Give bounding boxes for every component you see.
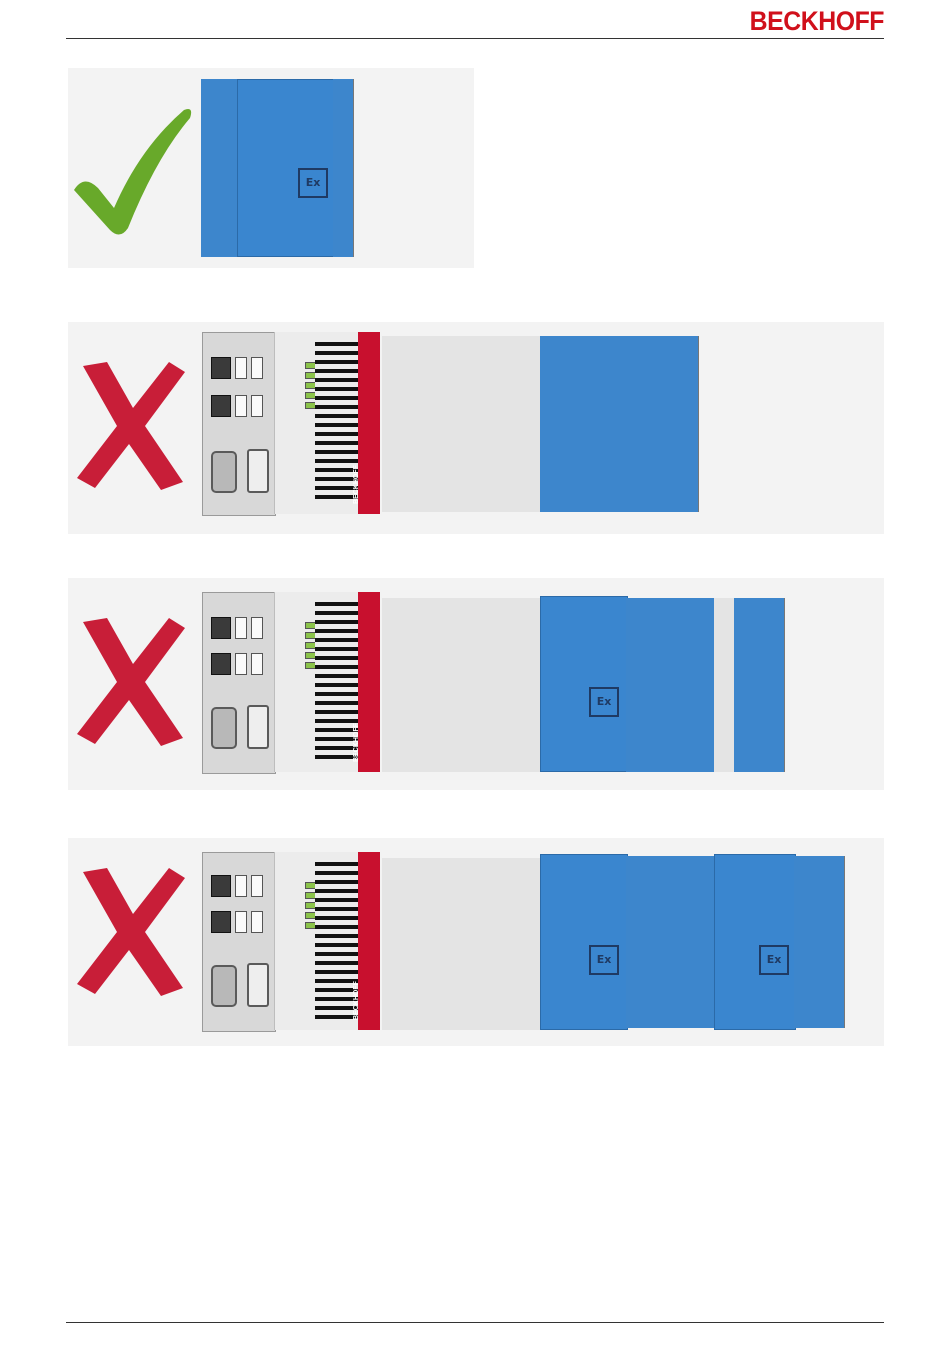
brand-logo: BECKHOFF (750, 6, 884, 37)
footer-rule (66, 1322, 884, 1323)
cross-icon (73, 616, 189, 748)
header-rule (66, 38, 884, 39)
cross-icon (73, 866, 189, 998)
check-icon (70, 104, 196, 236)
ex-symbol-icon: Ex (298, 168, 328, 198)
ex-symbol-icon: Ex (589, 945, 619, 975)
ex-terminal-assembly: Ex (201, 79, 355, 257)
embedded-pc-assembly-2: BECKHOFF Ex (202, 592, 786, 774)
ex-symbol-icon: Ex (759, 945, 789, 975)
ex-symbol-icon: Ex (589, 687, 619, 717)
embedded-pc-assembly-3: BECKHOFF Ex Ex (202, 852, 846, 1032)
cross-icon (73, 360, 189, 492)
embedded-pc-assembly-1: BECKHOFF (202, 332, 700, 516)
